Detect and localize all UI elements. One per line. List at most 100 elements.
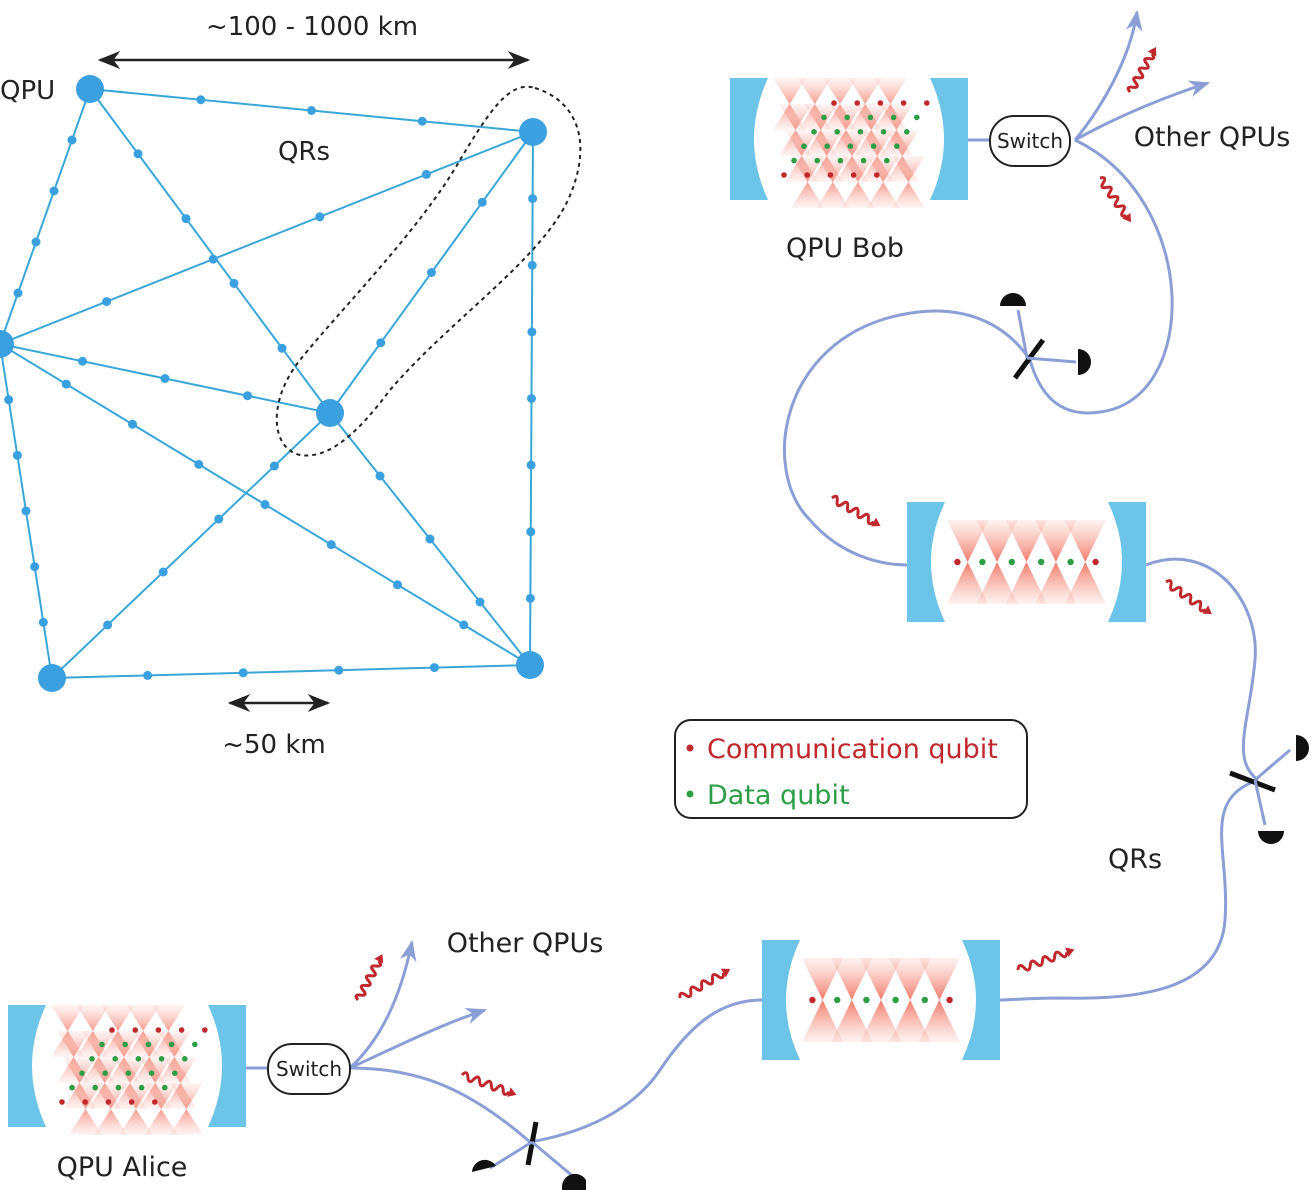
repeater-node [475,597,485,607]
cavity-field [823,78,857,104]
repeater-node [243,391,252,401]
repeater-node [375,471,385,481]
fiber-beamsplitter2-to-repeater2 [999,778,1259,1002]
cavity-bob [730,78,968,208]
repeater-node [425,534,435,544]
cavity-alice [8,1005,246,1135]
fiber-alice-other-1 [348,939,417,1070]
cavity-field [889,958,931,1000]
data-qubit [122,1041,128,1048]
cavity-field [791,182,825,208]
data-qubit [168,1041,175,1048]
cavity-field [169,1109,203,1135]
repeater-node [526,460,536,470]
repeater-node [334,665,344,675]
communication-qubit [59,1099,65,1105]
cavity-field [82,1031,116,1057]
data-qubit [115,1084,122,1091]
data-qubit [158,1056,165,1062]
repeater-node [315,212,325,222]
photon-icon [1126,46,1157,93]
cavity-field [119,1109,153,1135]
data-qubit [857,129,864,135]
repeater-node [459,620,469,630]
mirror [730,78,768,200]
repeater-node [326,540,336,550]
cavity-field [138,1057,172,1083]
switch-alice: Switch [267,1043,351,1095]
cavity-field [88,1057,122,1083]
repeater-node [102,297,112,307]
repeater-node [229,278,239,288]
repeater-node [427,268,436,277]
cavity-field [866,156,900,182]
legend: Communication qubit Data qubit [674,719,1028,819]
cavity-field [773,78,807,104]
communication-qubit [781,172,787,178]
cavity-field [163,1057,197,1083]
cavity-field [841,182,875,208]
repeater-node [143,670,153,680]
cavity-field [144,1109,178,1135]
data-qubit [904,129,910,135]
fiber-beamsplitter-to-repeater1 [783,309,1032,567]
detector-icon [1296,735,1309,761]
communication-qubit [178,1027,185,1033]
fiber-alice-other-2 [349,1008,487,1070]
cavity-field [779,104,813,130]
cavity-field [848,78,882,104]
cavity-field [866,182,900,208]
qpu-bob-label: QPU Bob [786,233,904,264]
cavity-field [1064,520,1106,562]
repeater-node [31,237,41,247]
data-qubit [811,129,817,135]
cavity-field [891,156,925,182]
data-qubit-marker [686,790,694,798]
repeater-nodes [4,95,538,680]
network-link [89,88,331,414]
cavity-field [918,1000,960,1042]
data-qubit [860,157,867,164]
communication-qubit [202,1027,208,1033]
communication-qubit [877,100,884,106]
mirror [8,1005,46,1127]
data-qubit [884,157,890,164]
cavity-field [947,562,989,604]
communication-qubit [109,1027,115,1033]
repeater-node [477,197,487,207]
cavity-field [831,958,873,1000]
data-qubit [1008,558,1015,566]
cavity-field [57,1031,91,1057]
repeater-node [160,374,170,383]
detector-icon [562,1173,586,1190]
repeater-node [13,288,23,298]
data-qubit [791,157,797,164]
communication-qubit [854,100,860,106]
detector-icon [1258,831,1284,844]
fiber-bob-to-beamsplitter [1028,138,1174,415]
qpu-node [519,118,547,146]
data-qubit [824,143,830,149]
repeater-node [181,214,191,224]
communication-qubit [804,172,810,178]
cavity-field [976,520,1018,562]
cavity-field [1005,562,1048,604]
data-qubit [870,143,877,149]
communication-qubit [128,1099,135,1105]
communication-qubit [82,1099,88,1105]
photon-icon [354,954,384,1001]
communication-qubit [155,1027,162,1033]
data-qubit [135,1056,142,1062]
repeater-node [128,419,137,429]
data-qubit [834,996,841,1004]
data-qubit [182,1056,188,1062]
communication-qubit [874,172,880,178]
cavity-field [1035,520,1077,562]
communication-qubit [954,558,961,566]
cavity-field [860,1000,902,1042]
cavity-field [69,1109,103,1135]
cavity-field [169,1083,203,1109]
communication-qubit [946,996,953,1004]
cavity-field [151,1005,185,1031]
